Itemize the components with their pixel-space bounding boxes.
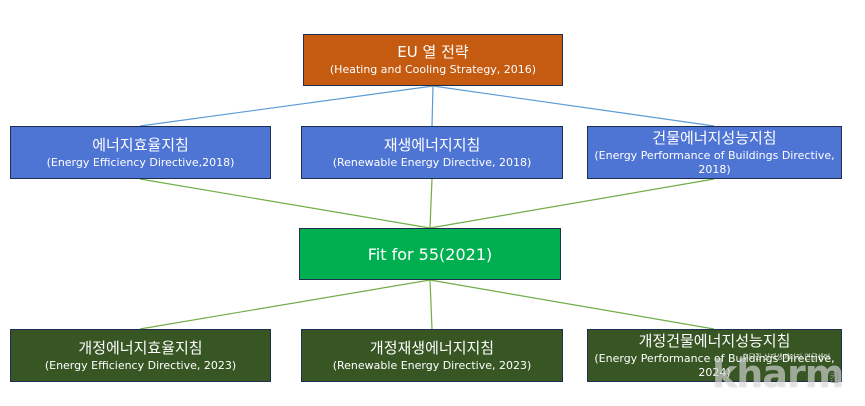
directive-title: 재생에너지지침	[383, 135, 481, 154]
watermark-caption: 수도권 신재생에너지 연구센터	[742, 353, 831, 361]
directive-title: 건물에너지성능지침	[652, 128, 777, 147]
connector-root-to-epbd	[432, 85, 715, 127]
connector-hub-to-revised-eed	[139, 279, 431, 330]
connector-eed-to-hub	[139, 178, 431, 229]
building-energy-performance-directive-box: 건물에너지성능지침 (Energy Performance of Buildin…	[587, 126, 842, 179]
connector-root-to-red	[431, 85, 434, 127]
connector-hub-to-revised-epbd	[429, 279, 715, 330]
revised-energy-efficiency-directive-box: 개정에너지효율지침 (Energy Efficiency Directive, …	[10, 329, 271, 382]
connector-epbd-to-hub	[429, 178, 715, 229]
revised-subtitle: (Energy Performance of Buildings Directi…	[594, 351, 835, 379]
watermark-logo: kharm	[712, 352, 844, 396]
revised-title: 개정에너지효율지침	[78, 338, 203, 357]
renewable-energy-directive-box: 재생에너지지침 (Renewable Energy Directive, 201…	[301, 126, 563, 179]
revised-renewable-energy-directive-box: 개정재생에너지지침 (Renewable Energy Directive, 2…	[301, 329, 563, 382]
fit-for-55-box: Fit for 55(2021)	[299, 228, 561, 280]
root-subtitle: (Heating and Cooling Strategy, 2016)	[329, 63, 537, 76]
revised-subtitle: (Renewable Energy Directive, 2023)	[332, 358, 532, 372]
revised-subtitle: (Energy Efficiency Directive, 2023)	[44, 358, 237, 372]
directive-subtitle: (Energy Performance of Buildings Directi…	[594, 148, 835, 176]
connector-root-to-eed	[139, 85, 434, 127]
connector-hub-to-revised-red	[429, 279, 433, 330]
energy-efficiency-directive-box: 에너지효율지침 (Energy Efficiency Directive,201…	[10, 126, 271, 179]
hub-title: Fit for 55(2021)	[367, 244, 493, 264]
revised-building-energy-performance-directive-box: 개정건물에너지성능지침 (Energy Performance of Build…	[587, 329, 842, 382]
root-title: EU 열 전략	[397, 43, 469, 61]
connector-red-to-hub	[429, 178, 433, 229]
watermark-kr: 칸	[829, 371, 841, 385]
directive-subtitle: (Renewable Energy Directive, 2018)	[332, 155, 532, 169]
directive-title: 에너지효율지침	[92, 135, 189, 154]
revised-title: 개정재생에너지지침	[369, 338, 495, 357]
directive-subtitle: (Energy Efficiency Directive,2018)	[46, 155, 235, 169]
eu-heat-strategy-box: EU 열 전략 (Heating and Cooling Strategy, 2…	[303, 34, 563, 86]
revised-title: 개정건물에너지성능지침	[638, 331, 791, 350]
